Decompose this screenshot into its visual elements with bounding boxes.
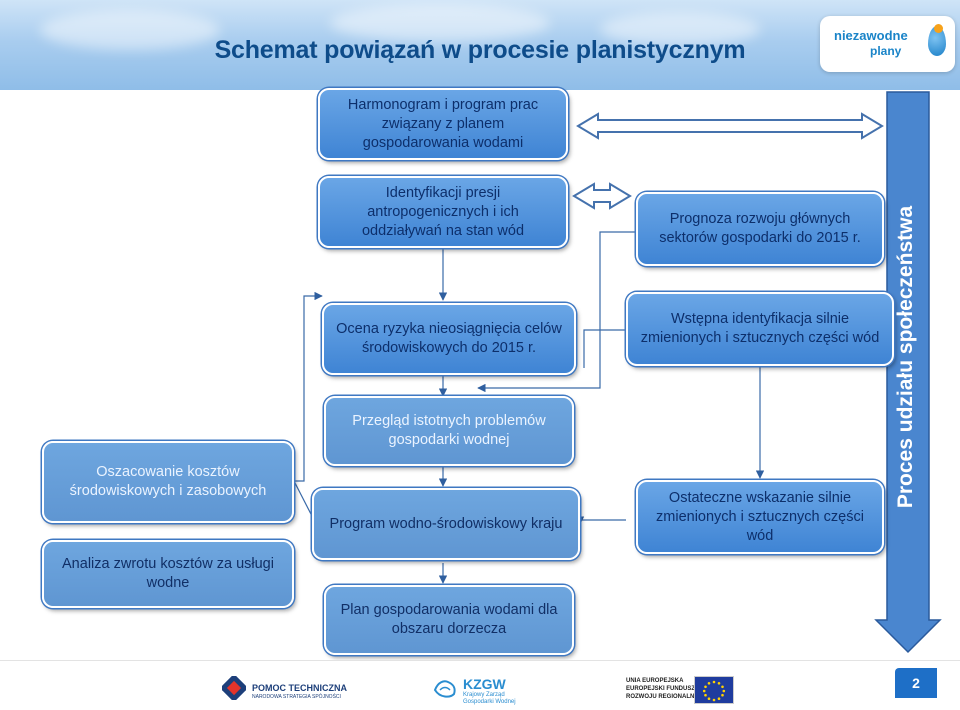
footer <box>0 660 960 710</box>
wstepna-identyfikacja-box: Wstępna identyfikacja silnie zmienionych… <box>626 292 894 366</box>
ostateczne-wskazanie-box: Ostateczne wskazanie silnie zmienionych … <box>636 480 884 554</box>
identyfikacja-box: Identyfikacji presji antropogenicznych i… <box>318 176 568 248</box>
sun-icon <box>934 24 943 33</box>
ocena-ryzyka-box: Ocena ryzyka nieosiągnięcia celów środow… <box>322 303 576 375</box>
harmonogram-double-arrow <box>576 112 884 140</box>
logo-text-line2: plany <box>870 44 902 58</box>
pomoc-techniczna-title: POMOC TECHNICZNA <box>252 683 347 693</box>
eu-flag-icon <box>694 676 734 704</box>
page-number: 2 <box>895 668 937 698</box>
analiza-zwrotu-box: Analiza zwrotu kosztów za usługi wodne <box>42 540 294 608</box>
prognoza-rozwoju-box: Prognoza rozwoju głównych sektorów gospo… <box>636 192 884 266</box>
ue-text-3: ROZWOJU REGIONALNEGO <box>626 694 708 700</box>
participation-arrow <box>874 91 942 654</box>
kzgw-subtitle-2: Gospodarki Wodnej <box>463 699 516 705</box>
przeglad-problemow-box: Przegląd istotnych problemów gospodarki … <box>324 396 574 466</box>
kzgw-title: KZGW <box>463 676 506 692</box>
logo-text-line1: niezawodne <box>834 28 908 43</box>
header-background <box>0 0 960 90</box>
water-drop-icon <box>928 26 946 56</box>
plan-gospodarowania-box: Plan gospodarowania wodami dla obszaru d… <box>324 585 574 655</box>
page-title: Schemat powiązań w procesie planistyczny… <box>214 36 746 64</box>
niezawodne-plany-logo: niezawodne plany <box>820 16 955 72</box>
identyfikacja-double-arrow <box>572 182 632 210</box>
kzgw-logo-icon <box>432 676 458 700</box>
pomoc-techniczna-subtitle: NARODOWA STRATEGIA SPÓJNOŚCI <box>252 694 341 700</box>
kzgw-subtitle-1: Krajowy Zarząd <box>463 692 505 698</box>
program-wodno-srodowiskowy-box: Program wodno-środowiskowy kraju <box>312 488 580 560</box>
oszacowanie-kosztow-box: Oszacowanie kosztów środowiskowych i zas… <box>42 441 294 523</box>
proces-udzialu-label: Proces udziału społeczeństwa <box>894 205 917 509</box>
ue-text-2: EUROPEJSKI FUNDUSZ <box>626 686 696 692</box>
ue-text-1: UNIA EUROPEJSKA <box>626 678 684 684</box>
harmonogram-box: Harmonogram i program prac związany z pl… <box>318 88 568 160</box>
pomoc-techniczna-logo <box>219 673 249 703</box>
